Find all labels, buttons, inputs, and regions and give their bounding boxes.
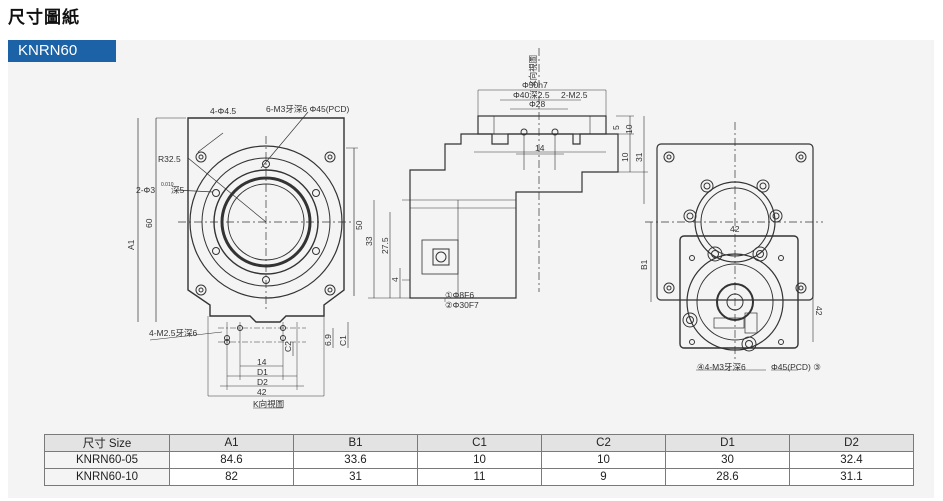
spec-table: 尺寸 Size A1 B1 C1 C2 D1 D2 KNRN60-05 84.6… xyxy=(44,434,914,486)
side-view xyxy=(368,48,648,302)
spec-header-d2: D2 xyxy=(789,434,914,452)
right-view xyxy=(645,122,823,371)
front-dim-42: 42 xyxy=(257,387,267,397)
side-dim-4: 4 xyxy=(390,277,400,282)
spec-header-size: 尺寸 Size xyxy=(44,434,170,452)
side-view-label: K向視圖 xyxy=(528,55,538,86)
front-d1-label: D1 xyxy=(257,367,268,377)
front-bottom-thread: 4-M2.5牙深6 xyxy=(149,328,197,338)
front-pin-depth: 深5 xyxy=(171,185,185,195)
table-row: KNRN60-10 82 31 11 9 28.6 31.1 xyxy=(44,468,914,486)
table-cell: 30 xyxy=(665,451,790,469)
right-pcd-note: Φ45(PCD) ③ xyxy=(771,362,821,372)
front-view-label: K向視圖 xyxy=(253,399,284,409)
right-dim-42-top: 42 xyxy=(730,224,740,234)
front-inner-50: 50 xyxy=(354,220,364,230)
right-thread-note: ④4-M3牙深6 xyxy=(697,362,746,372)
side-dim-10a: 10 xyxy=(624,124,634,134)
front-dim-14: 14 xyxy=(257,357,267,367)
side-m2-label: 2-M2.5 xyxy=(561,90,588,100)
front-view xyxy=(137,111,358,409)
table-cell: 28.6 xyxy=(665,468,790,486)
table-cell: 84.6 xyxy=(169,451,294,469)
front-c2-label: C2 xyxy=(283,341,293,352)
front-c1-label: C1 xyxy=(338,335,348,346)
table-cell: 10 xyxy=(417,451,542,469)
table-cell: 82 xyxy=(169,468,294,486)
side-dim-33: 33 xyxy=(364,236,374,246)
model-tab[interactable]: KNRN60 xyxy=(8,40,116,62)
front-dim-69: 6.9 xyxy=(323,334,333,346)
right-b1-label: B1 xyxy=(639,259,649,270)
page-title: 尺寸圖紙 xyxy=(8,8,80,28)
technical-drawing: 4-Φ4.5 6-M3牙深6 Φ45(PCD) R32.5 2-Φ3 0.010… xyxy=(126,48,824,409)
front-hole-label: 4-Φ4.5 xyxy=(210,106,236,116)
table-cell: 32.4 xyxy=(789,451,914,469)
side-bore-label: Φ40深2.5 xyxy=(513,90,550,100)
drawing-panel: KNRN60 xyxy=(8,40,934,498)
table-cell: 33.6 xyxy=(293,451,418,469)
spec-header-a1: A1 xyxy=(169,434,294,452)
side-dim-10b: 10 xyxy=(620,152,630,162)
spec-header-c2: C2 xyxy=(541,434,666,452)
table-cell: 31 xyxy=(293,468,418,486)
side-shaft-label: Φ50h7 xyxy=(522,80,548,90)
front-pin-tol: 0.010 xyxy=(161,182,174,188)
side-note-1: ①Φ8F6 xyxy=(445,290,474,300)
table-cell: 31.1 xyxy=(789,468,914,486)
table-cell: 11 xyxy=(417,468,542,486)
front-pin-label: 2-Φ3 xyxy=(136,185,155,195)
side-dim-31: 31 xyxy=(634,152,644,162)
front-thread-label: 6-M3牙深6 Φ45(PCD) xyxy=(266,104,349,114)
spec-header-c1: C1 xyxy=(417,434,542,452)
spec-header-b1: B1 xyxy=(293,434,418,452)
front-a1-label: A1 xyxy=(126,239,136,250)
side-dim-5: 5 xyxy=(611,125,621,130)
side-note-2: ②Φ30F7 xyxy=(445,300,479,310)
spec-header-d1: D1 xyxy=(665,434,790,452)
table-row: KNRN60-05 84.6 33.6 10 10 30 32.4 xyxy=(44,451,914,469)
front-radius-label: R32.5 xyxy=(158,154,181,164)
spec-table-header-row: 尺寸 Size A1 B1 C1 C2 D1 D2 xyxy=(44,434,914,452)
side-dim-14: 14 xyxy=(535,143,545,153)
table-cell: KNRN60-10 xyxy=(44,468,170,486)
table-cell: 10 xyxy=(541,451,666,469)
table-cell: KNRN60-05 xyxy=(44,451,170,469)
front-height-60: 60 xyxy=(144,218,154,228)
front-d2-label: D2 xyxy=(257,377,268,387)
side-dim-275: 27.5 xyxy=(380,237,390,254)
table-cell: 9 xyxy=(541,468,666,486)
right-dim-42-side: 42 xyxy=(814,306,824,316)
side-phi28: Φ28 xyxy=(529,99,546,109)
